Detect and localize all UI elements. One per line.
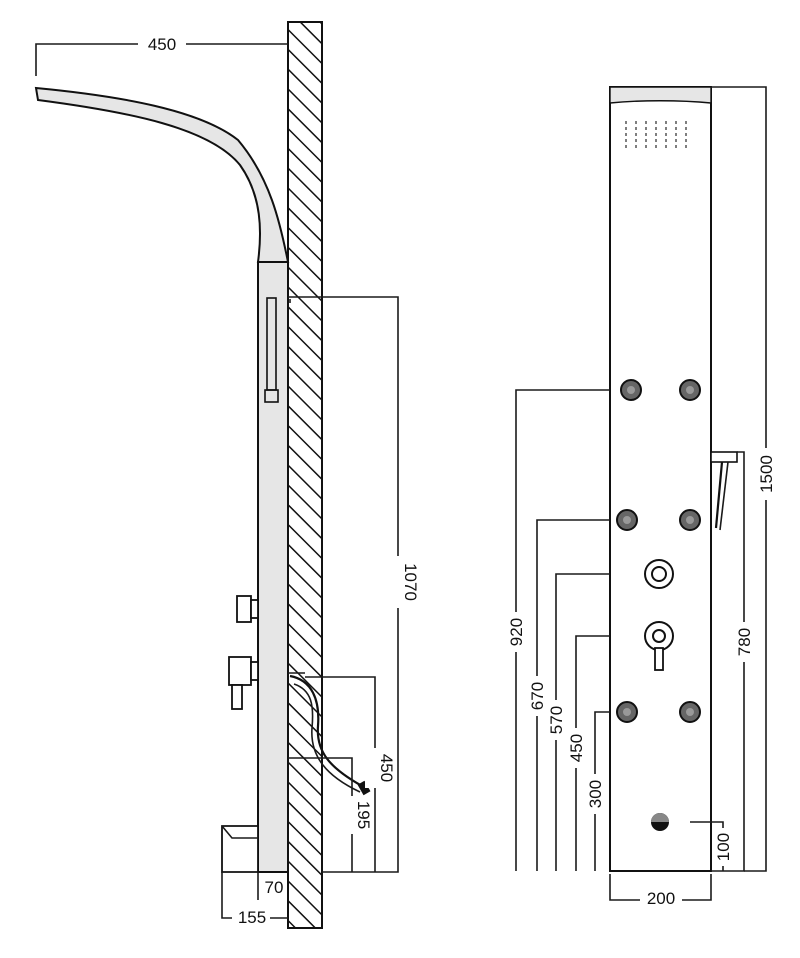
dim-jet-row-3: 300 — [585, 711, 610, 871]
svg-text:1070: 1070 — [401, 563, 420, 601]
dim-hand-shower-holder: 780 — [711, 451, 756, 872]
dim-top-reach: 450 — [35, 32, 288, 76]
dim-total-height: 1070 — [305, 296, 420, 873]
svg-text:100: 100 — [714, 833, 733, 861]
wall-hatched — [287, 21, 323, 929]
wall-bracket-top — [288, 296, 305, 303]
mixer-lever — [644, 621, 674, 671]
dim-panel-height: 1500 — [711, 86, 778, 872]
dim-control-2: 450 — [566, 635, 610, 871]
bottom-outlet — [651, 813, 669, 831]
dim-lower-outlet: 450 — [305, 676, 396, 872]
body-jet — [679, 509, 701, 531]
svg-text:570: 570 — [547, 706, 566, 734]
dim-jet-row-1: 920 — [506, 389, 610, 871]
valve-knob-upper — [236, 595, 259, 623]
side-view: 450 1070 450 195 70 — [34, 21, 420, 929]
panel-front-body — [609, 86, 712, 872]
svg-text:670: 670 — [528, 682, 547, 710]
dim-control-1: 570 — [546, 573, 610, 871]
dim-spout-height: 195 — [305, 757, 373, 872]
front-view: 920 670 570 450 300 — [506, 86, 778, 910]
body-jet — [620, 379, 642, 401]
dim-panel-width: 200 — [609, 874, 712, 910]
body-jet — [616, 509, 638, 531]
svg-text:1500: 1500 — [757, 455, 776, 493]
panel-side-body — [257, 261, 289, 873]
svg-text:450: 450 — [377, 754, 396, 782]
svg-text:300: 300 — [586, 780, 605, 808]
panel-top-arm — [34, 86, 290, 263]
dim-spout-depth: 155 — [221, 872, 288, 928]
svg-text:450: 450 — [148, 35, 176, 54]
body-jet — [679, 701, 701, 723]
svg-text:200: 200 — [647, 889, 675, 908]
body-jet — [616, 701, 638, 723]
svg-text:920: 920 — [507, 618, 526, 646]
diverter-knob — [644, 559, 674, 589]
svg-text:155: 155 — [238, 908, 266, 927]
body-jet — [679, 379, 701, 401]
hand-shower-holder-front — [710, 451, 738, 531]
dim-jet-row-2: 670 — [527, 519, 610, 871]
svg-text:780: 780 — [735, 628, 754, 656]
svg-text:195: 195 — [354, 801, 373, 829]
hose-side — [289, 674, 363, 787]
svg-text:70: 70 — [265, 878, 284, 897]
svg-text:450: 450 — [567, 734, 586, 762]
dim-bottom-outlet: 100 — [690, 821, 735, 871]
dim-panel-depth: 70 — [257, 872, 286, 900]
valve-knob-lower — [228, 656, 259, 710]
rain-shower-head — [609, 86, 712, 151]
